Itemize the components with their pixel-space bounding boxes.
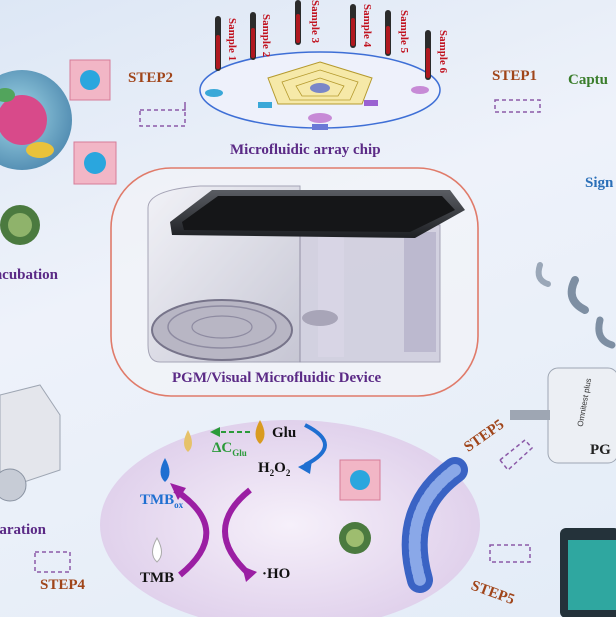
step2-arrow [139,102,186,127]
step4-label: STEP4 [40,577,86,593]
step1-arrow [494,99,541,113]
glucose-meter [510,367,616,464]
cell-membrane [401,457,468,593]
h2o2-label: H2O2 [258,460,291,478]
tmbox-label: TMBox [140,492,184,510]
step4-arrow [34,551,71,573]
step5-bottom-arrow [489,544,531,563]
sample-label-2: Sample 2 [260,14,272,58]
capture-caption: Captu [568,72,609,88]
nanocube-conjugates [69,59,381,501]
sample-label-6: Sample 6 [437,30,449,74]
catalytic-cycle-arrow-2 [173,487,210,578]
phone-screen-right [560,528,616,617]
cell-illustration [0,70,72,245]
droplet-white [152,536,162,563]
sample-label-5: Sample 5 [398,10,410,54]
virus-particle [339,522,371,554]
ho-radical-label: ·HO [262,566,291,582]
microfluidic-chip [199,51,441,130]
chip-caption: Microfluidic array chip [230,142,381,158]
droplet-gold-1 [184,430,192,452]
sample-label-4: Sample 4 [361,4,373,48]
catalytic-cycle-arrow-1 [222,487,253,578]
separation-chip [0,384,61,502]
sample-label-3: Sample 3 [309,0,321,44]
sample-label-1: Sample 1 [226,18,238,62]
incubation-caption: Incubation [0,267,59,283]
pgm-caption: PG [590,442,611,458]
tmb-label: TMB [140,570,175,586]
smartphone [170,190,465,238]
reaction-region [100,420,480,617]
sample-tubes [215,0,431,80]
separation-caption: Separation [0,522,47,538]
step5-top-arrow [498,438,534,472]
signal-caption: Sign [585,175,614,191]
step2-label: STEP2 [128,70,174,86]
particles-right [535,262,616,349]
glu-label: Glu [272,425,297,441]
step1-label: STEP1 [492,68,538,84]
droplet-gold-2 [255,420,265,444]
delta-glu-label: ΔCGlu [212,440,247,458]
device-caption: PGM/Visual Microfluidic Device [172,370,382,386]
droplet-blue [160,458,170,482]
